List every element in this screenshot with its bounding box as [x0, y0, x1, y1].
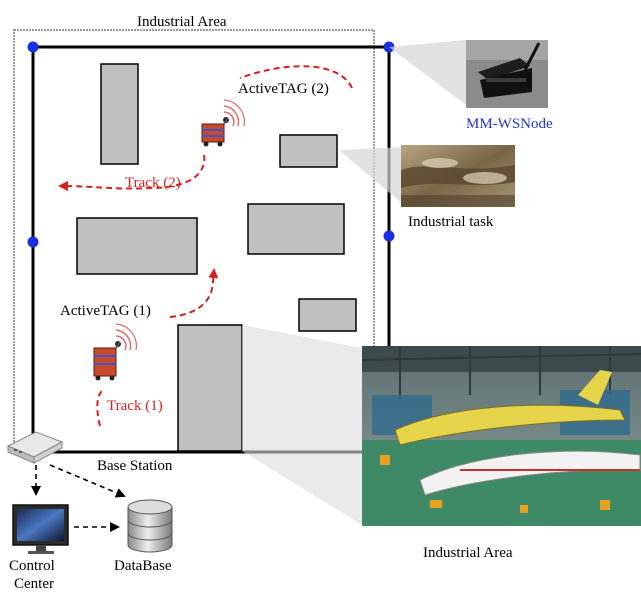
- obstacle-4: [247, 203, 345, 255]
- obstacle-6: [177, 324, 243, 452]
- obstacle-3: [76, 217, 198, 275]
- industrial-area-boundary: [31, 45, 391, 454]
- mm-wsnode-label: MM-WSNode: [466, 116, 553, 132]
- track-2-label: Track (2): [125, 175, 181, 191]
- arrow-to-database: [49, 464, 126, 498]
- industrial-area-photo: [361, 346, 641, 526]
- wsnode-corner-top-left: [27, 41, 39, 53]
- obstacle-2: [279, 134, 338, 168]
- industrial-area-title: Industrial Area: [137, 14, 227, 30]
- active-tag-cart-icon: [93, 323, 137, 381]
- wsnode-left-middle: [27, 236, 39, 248]
- active-tag-cart-icon: [201, 99, 245, 147]
- task-callout: [339, 147, 404, 205]
- base-station-router-icon: [6, 431, 64, 464]
- active-tag-1-label: ActiveTAG (1): [60, 303, 151, 319]
- wsnode-callout: [389, 40, 466, 105]
- photo-callout: [242, 325, 362, 525]
- base-station-label: Base Station: [97, 458, 173, 474]
- database-icon: [127, 499, 173, 553]
- database-label: DataBase: [114, 558, 172, 574]
- monitor-icon: [12, 504, 69, 554]
- wsnode-device-icon: [466, 40, 548, 108]
- industrial-task-label: Industrial task: [408, 214, 494, 230]
- obstacle-5: [298, 298, 357, 332]
- track-1-label: Track (1): [107, 398, 163, 414]
- obstacle-1: [100, 63, 139, 165]
- active-tag-2-label: ActiveTAG (2): [238, 81, 329, 97]
- control-center-label-line1: Control: [9, 558, 55, 574]
- industrial-task-photo: [401, 145, 515, 207]
- wsnode-right-middle: [383, 230, 395, 242]
- industrial-area-photo-label: Industrial Area: [423, 545, 513, 561]
- control-center-label-line2: Center: [14, 576, 54, 592]
- track-1-path: [96, 270, 214, 427]
- track-2-path: [60, 65, 353, 188]
